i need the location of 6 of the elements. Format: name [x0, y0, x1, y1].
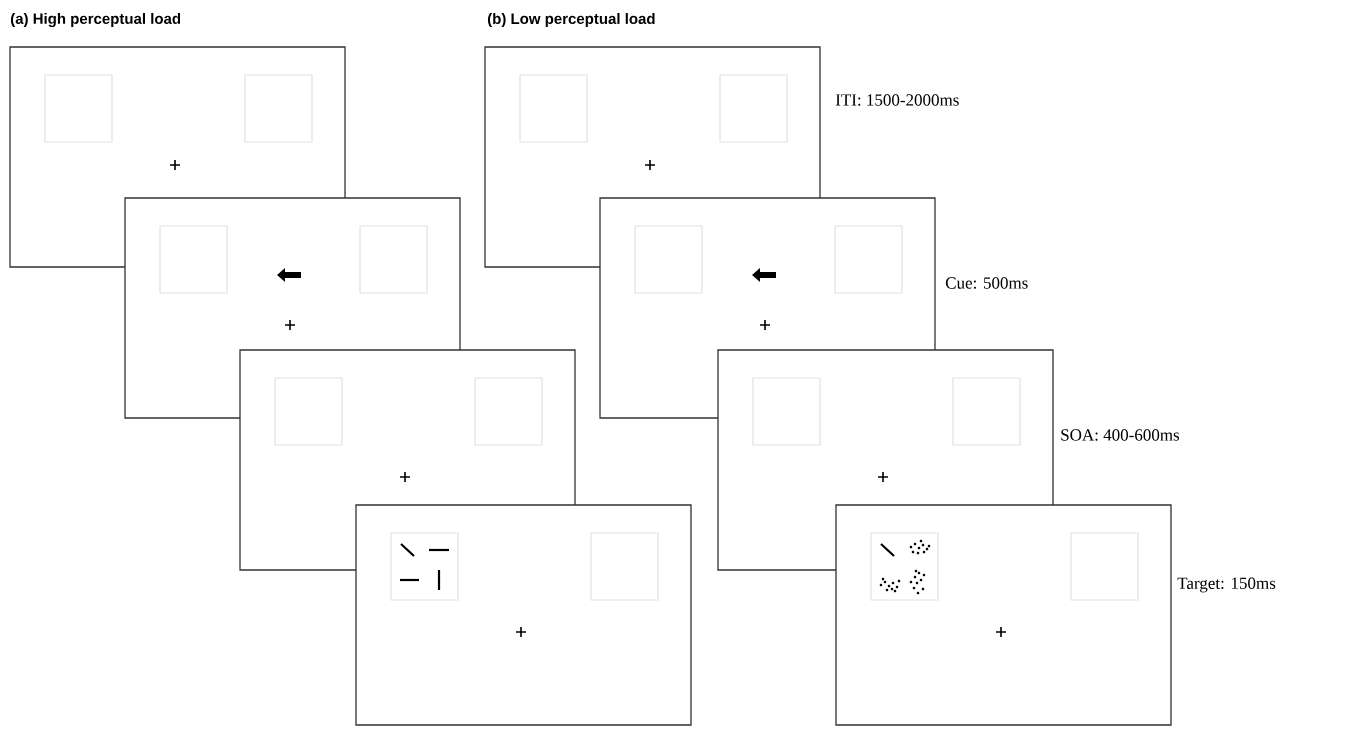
duration-label: ITI: 1500-2000ms [835, 94, 959, 106]
duration-label: Cue: 500ms [945, 277, 1028, 289]
duration-label: Target: 150ms [1177, 577, 1276, 593]
panel-heading: (b) Low perceptual load [487, 13, 655, 27]
duration-label: SOA: 400-600ms [1061, 429, 1180, 441]
panel-heading: (a) High perceptual load [10, 12, 181, 28]
